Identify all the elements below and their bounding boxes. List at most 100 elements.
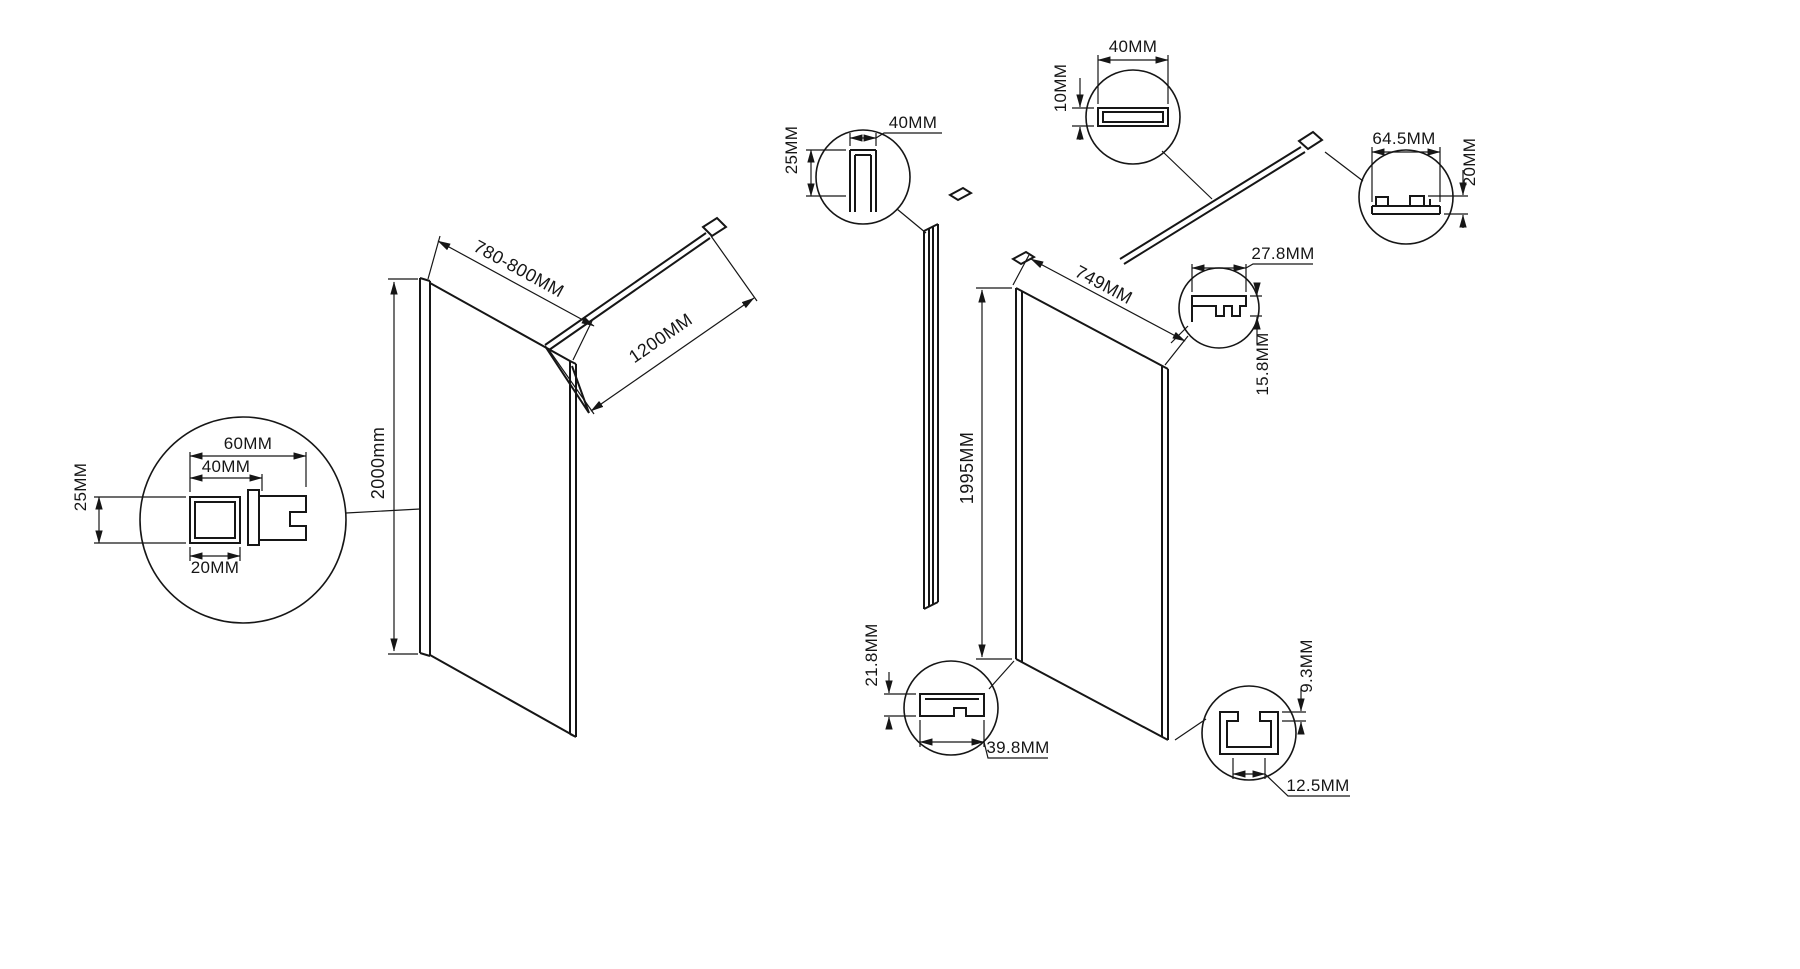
connector-piece-upper <box>948 186 973 202</box>
dim-clamp-height: 15.8MM <box>1250 282 1272 396</box>
extension-lines <box>1072 107 1094 127</box>
detail-leader-line <box>988 660 1015 690</box>
dim-label-60mm: 60MM <box>224 434 272 453</box>
detail-circle <box>1085 69 1181 165</box>
label-shelf-line <box>1264 773 1350 797</box>
dim-label-panel-width: 749MM <box>1072 261 1136 308</box>
glass-panel <box>429 282 577 738</box>
profile-detail-bubble: 60MM 40MM 25MM 20MM <box>71 416 421 624</box>
top-bar-cross-section <box>1097 107 1169 127</box>
support-bar <box>544 216 728 351</box>
wall-profile-cross-section <box>189 489 307 546</box>
detail-leader-line <box>1324 151 1364 182</box>
extension-lines <box>806 149 846 197</box>
detail-leader-line <box>345 508 421 514</box>
dim-label-panel-width: 780-800MM <box>470 236 567 301</box>
dim-channel-depth: 25MM <box>782 126 846 197</box>
detail-circle <box>1358 149 1454 245</box>
detail-leader-line <box>1170 325 1189 344</box>
dim-bracket-width: 64.5MM <box>1371 129 1441 202</box>
dimension-line <box>1030 258 1186 342</box>
label-shelf-line <box>983 741 1048 759</box>
extension-lines <box>849 133 877 146</box>
detail-circle <box>903 660 999 756</box>
dim-label-64-5mm: 64.5MM <box>1372 129 1435 148</box>
dim-panel-height: 2000mm <box>368 278 418 655</box>
wall-channel-cross-section <box>849 149 877 212</box>
dim-label-40mm: 40MM <box>889 113 937 132</box>
dim-label-panel-height: 1995MM <box>957 432 977 504</box>
detail-leader-line <box>1174 718 1207 741</box>
label-shelf-line <box>1245 263 1313 269</box>
support-bar-gusset <box>544 345 590 414</box>
dim-channel-lip-height: 9.3MM <box>1282 639 1316 735</box>
detail-circle <box>1201 685 1297 781</box>
extension-lines <box>1232 758 1266 779</box>
detail-circle <box>139 416 347 624</box>
dim-rail-width: 39.8MM <box>919 720 1049 759</box>
dim-label-12-5mm: 12.5MM <box>1286 776 1349 795</box>
detail-leader-line <box>896 208 927 234</box>
extension-lines <box>548 235 758 415</box>
right-assembly: 749MM 1995MM 40MM 25MM <box>782 37 1479 797</box>
dim-label-40mm: 40MM <box>1109 37 1157 56</box>
detail-circle <box>815 129 911 225</box>
extension-lines <box>919 720 985 747</box>
left-assembly: 780-800MM 1200MM 2000mm 60MM <box>71 216 758 738</box>
dim-label-25mm: 25MM <box>782 126 801 174</box>
glass-clamp-cross-section <box>1191 295 1247 322</box>
extension-lines <box>1371 147 1441 202</box>
extension-lines <box>94 496 186 544</box>
dim-bar-width: 40MM <box>1097 37 1169 104</box>
dim-label-15-8mm: 15.8MM <box>1253 332 1272 395</box>
dim-clamp-width: 27.8MM <box>1191 244 1314 292</box>
bottom-channel-detail-bubble: 9.3MM 12.5MM <box>1174 639 1350 797</box>
support-bar <box>1119 130 1324 265</box>
wall-bracket-detail-bubble: 64.5MM 20MM <box>1324 129 1479 245</box>
dim-profile-outer-width: 60MM <box>189 434 307 492</box>
bottom-channel-cross-section <box>1219 711 1279 755</box>
dim-panel-width: 780-800MM <box>427 235 595 361</box>
dim-profile-inner-width: 40MM <box>189 457 263 491</box>
glass-panel <box>1015 287 1169 741</box>
dim-bracket-height: 20MM <box>1428 138 1479 228</box>
dim-label-39-8mm: 39.8MM <box>986 738 1049 757</box>
extension-lines <box>1097 55 1169 104</box>
dim-channel-width: 40MM <box>849 113 942 146</box>
dimension-line <box>590 297 755 412</box>
wall-channel-strip <box>923 223 939 610</box>
dim-label-10mm: 10MM <box>1051 64 1070 112</box>
bottom-rail-detail-bubble: 21.8MM 39.8MM <box>862 623 1049 759</box>
dim-label-20mm: 20MM <box>1460 138 1479 186</box>
dim-panel-width: 749MM <box>1012 254 1189 366</box>
top-bar-detail-bubble: 40MM 10MM <box>1051 37 1213 200</box>
wall-profile <box>419 277 431 657</box>
extension-lines <box>976 287 1012 660</box>
bottom-rail-cross-section <box>919 693 985 717</box>
dim-label-27-8mm: 27.8MM <box>1251 244 1314 263</box>
extension-lines <box>1428 195 1468 215</box>
dim-label-panel-height: 2000mm <box>368 427 388 499</box>
label-shelf-line <box>875 132 942 139</box>
wall-bracket-cross-section <box>1371 195 1441 215</box>
dim-rail-height: 21.8MM <box>862 623 916 730</box>
dim-panel-height: 1995MM <box>957 287 1012 660</box>
wall-channel-detail-bubble: 40MM 25MM <box>782 113 942 234</box>
dim-bar-height: 10MM <box>1051 64 1094 140</box>
dim-label-21-8mm: 21.8MM <box>862 623 881 686</box>
dimension-line <box>437 240 595 327</box>
glass-clamp-detail-bubble: 27.8MM 15.8MM <box>1170 244 1314 396</box>
dim-label-20mm: 20MM <box>191 558 239 577</box>
dim-profile-height: 25MM <box>71 463 186 544</box>
extension-lines <box>884 693 916 717</box>
dim-profile-tube-width: 20MM <box>189 547 241 577</box>
dim-label-40mm: 40MM <box>202 457 250 476</box>
dim-label-25mm: 25MM <box>71 463 90 511</box>
dim-label-bar-length: 1200MM <box>625 309 696 367</box>
dim-channel-inner-width: 12.5MM <box>1232 758 1350 797</box>
extension-lines <box>1282 711 1306 722</box>
detail-leader-line <box>1161 150 1213 200</box>
extension-lines <box>388 278 418 655</box>
